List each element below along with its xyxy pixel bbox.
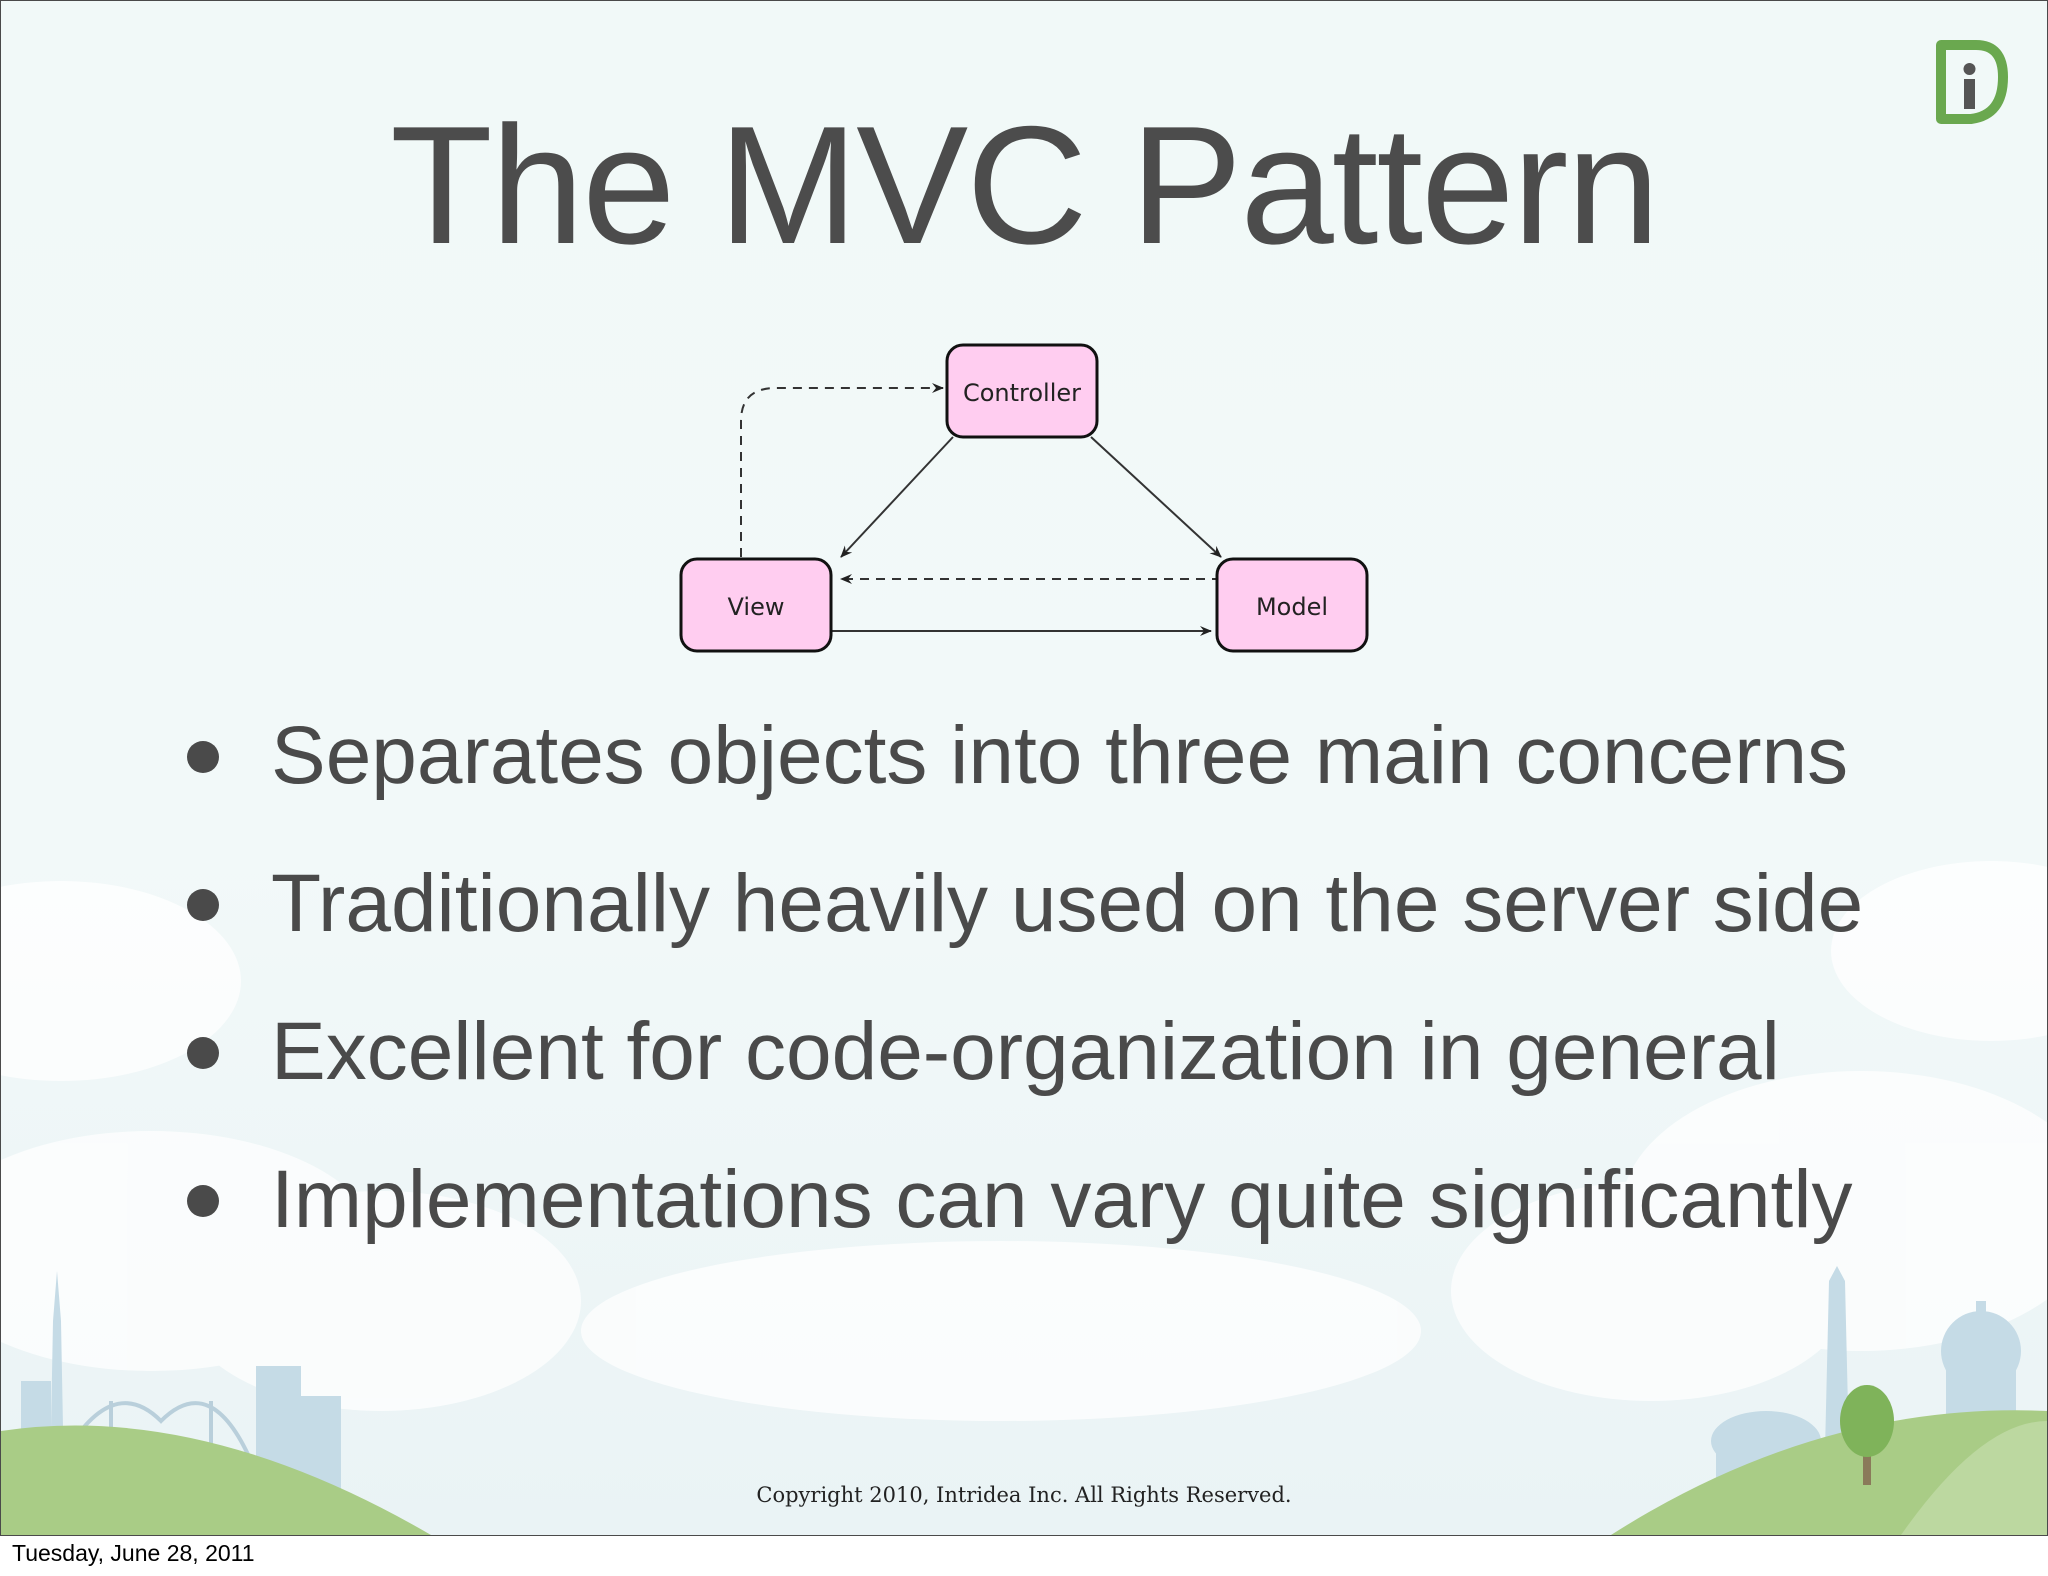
background-scenery: [1, 861, 2047, 1535]
intridea-logo-icon: [1936, 40, 2008, 124]
bullet-text: Separates objects into three main concer…: [271, 710, 1849, 801]
list-item: Implementations can vary quite significa…: [171, 1145, 1971, 1293]
bullet-text: Implementations can vary quite significa…: [271, 1154, 1853, 1245]
node-controller: Controller: [945, 343, 1099, 439]
list-item: Traditionally heavily used on the server…: [171, 849, 1971, 997]
list-item: Separates objects into three main concer…: [171, 701, 1971, 849]
tree-crown: [1840, 1385, 1894, 1457]
edge-controller-to-view: [840, 436, 954, 558]
node-label: Model: [1256, 593, 1328, 621]
edge-controller-to-model: [1090, 436, 1222, 558]
bullet-dot-icon: [187, 741, 219, 773]
bullet-dot-icon: [187, 889, 219, 921]
list-item: Excellent for code-organization in gener…: [171, 997, 1971, 1145]
slide: The MVC Pattern Controller View Model Se…: [0, 0, 2048, 1536]
footer-date: Tuesday, June 28, 2011: [12, 1540, 255, 1566]
left-hill: [1, 1425, 431, 1535]
bullet-dot-icon: [187, 1185, 219, 1217]
bullet-list: Separates objects into three main concer…: [171, 701, 1971, 1293]
edge-view-to-controller: [740, 383, 944, 557]
page-title: The MVC Pattern: [390, 91, 1660, 279]
node-label: View: [728, 593, 785, 621]
bullet-text: Traditionally heavily used on the server…: [271, 858, 1864, 949]
right-hill-back: [1901, 1421, 2047, 1535]
tree-trunk: [1863, 1441, 1871, 1485]
node-view: View: [679, 557, 833, 653]
copyright-notice: Copyright 2010, Intridea Inc. All Rights…: [756, 1483, 1292, 1507]
bullet-dot-icon: [187, 1037, 219, 1069]
bullet-text: Excellent for code-organization in gener…: [271, 1006, 1780, 1097]
cloud-group: [1, 861, 2047, 1421]
node-label: Controller: [963, 379, 1081, 407]
node-model: Model: [1215, 557, 1369, 653]
mvc-diagram: Controller View Model: [679, 343, 1369, 653]
